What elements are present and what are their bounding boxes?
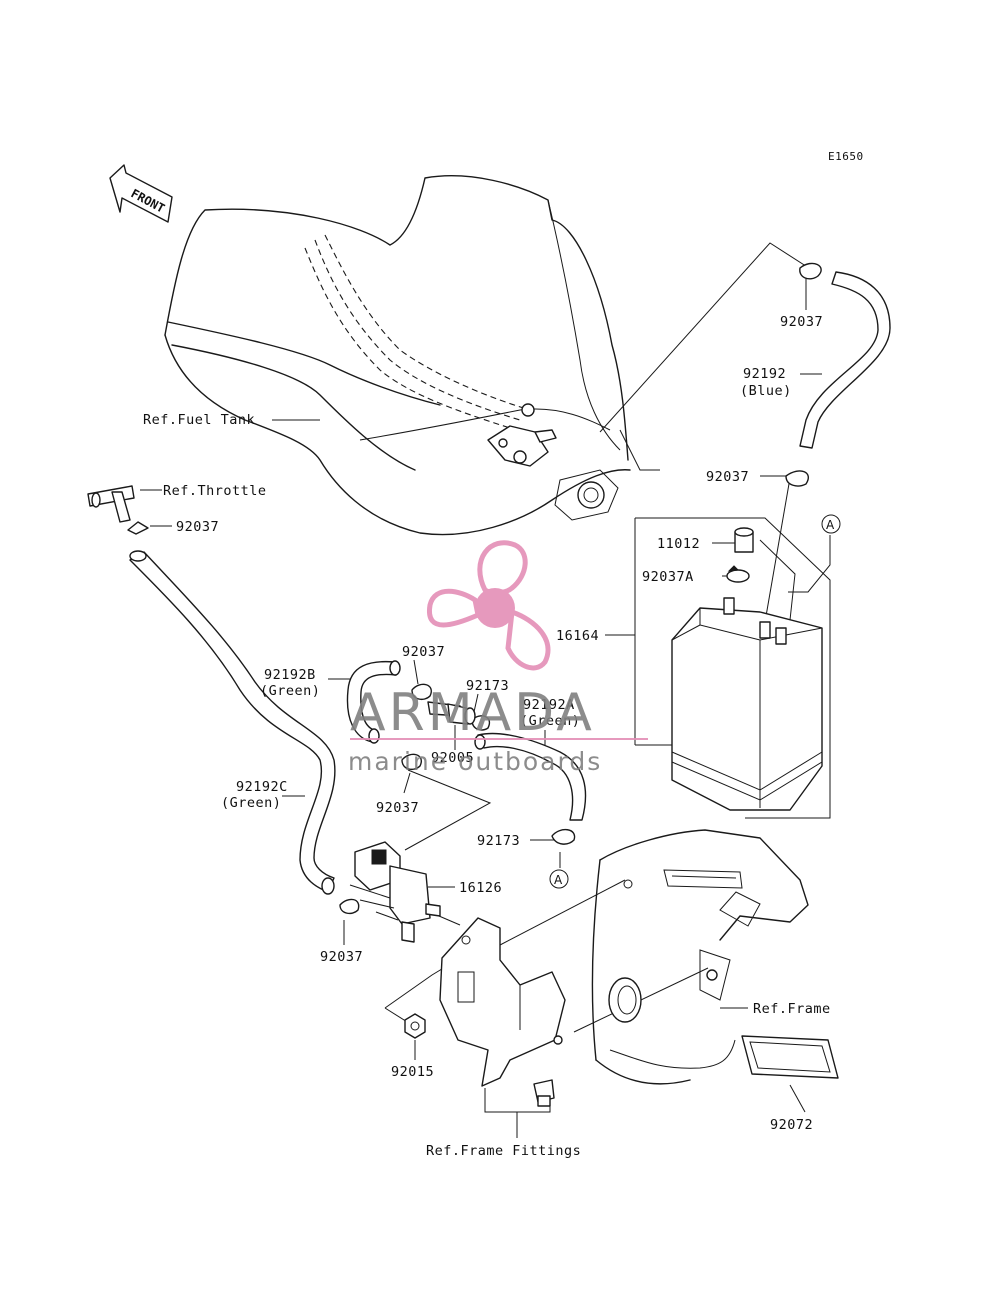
frame-outline bbox=[591, 829, 809, 1085]
label-92192c: 92192C bbox=[236, 779, 288, 795]
label-92037-c-bot: 92037 bbox=[320, 949, 363, 965]
label-92192c-color: (Green) bbox=[221, 795, 281, 811]
marker-a-top-label: A bbox=[826, 518, 835, 532]
nut-92015 bbox=[404, 1013, 426, 1039]
watermark-name: ARMADA bbox=[350, 683, 595, 743]
canister-16164 bbox=[671, 597, 823, 811]
label-16126: 16126 bbox=[459, 880, 502, 896]
label-92037-b-top: 92037 bbox=[402, 644, 445, 660]
label-92037-throttle: 92037 bbox=[176, 519, 219, 535]
label-92072: 92072 bbox=[770, 1117, 813, 1133]
clamp-92037a bbox=[726, 565, 750, 583]
fuel-tank-outline bbox=[164, 175, 660, 536]
label-92037-top: 92037 bbox=[780, 314, 823, 330]
label-92192: 92192 bbox=[743, 366, 786, 382]
valve-16126 bbox=[349, 841, 441, 943]
seal-92072 bbox=[741, 1035, 839, 1079]
label-ref-throttle: Ref.Throttle bbox=[163, 483, 267, 499]
label-92037-mid: 92037 bbox=[706, 469, 749, 485]
label-92192b: 92192B bbox=[264, 667, 316, 683]
label-92173-bot: 92173 bbox=[477, 833, 520, 849]
label-11012: 11012 bbox=[657, 536, 700, 552]
propeller-logo-icon bbox=[427, 540, 551, 671]
connector-92005 bbox=[427, 701, 476, 725]
label-92192a-color: (Green) bbox=[520, 713, 580, 729]
label-92005: 92005 bbox=[431, 750, 474, 766]
watermark: ARMADA marine outboards bbox=[348, 540, 648, 776]
hose-92192c-green bbox=[129, 550, 336, 895]
marker-a-bottom-label: A bbox=[554, 873, 563, 887]
hose-92192-blue bbox=[799, 271, 891, 449]
cap-11012 bbox=[734, 527, 754, 553]
watermark-tagline: marine outboards bbox=[348, 747, 602, 776]
marker-a-top: A bbox=[821, 514, 841, 534]
front-arrow-icon: FRONT bbox=[109, 164, 173, 223]
hose-92192b-green bbox=[346, 660, 401, 744]
label-92037a: 92037A bbox=[642, 569, 694, 585]
label-92015: 92015 bbox=[391, 1064, 434, 1080]
label-92037-b-bot: 92037 bbox=[376, 800, 419, 816]
label-92192b-color: (Green) bbox=[260, 683, 320, 699]
label-16164: 16164 bbox=[556, 628, 599, 644]
label-ref-frame-fittings: Ref.Frame Fittings bbox=[426, 1143, 581, 1159]
label-92192-color: (Blue) bbox=[740, 383, 792, 399]
marker-a-bottom: A bbox=[549, 869, 569, 889]
label-ref-fuel-tank: Ref.Fuel Tank bbox=[143, 412, 255, 428]
part-labels: E1650 Ref.Fuel Tank Ref.Throttle 92037 9… bbox=[143, 150, 864, 1159]
diagram-code: E1650 bbox=[828, 150, 864, 163]
label-92173-top: 92173 bbox=[466, 678, 509, 694]
label-ref-frame: Ref.Frame bbox=[753, 1001, 831, 1017]
clip-icons bbox=[127, 262, 822, 915]
bracket-frame-fittings bbox=[439, 917, 566, 1107]
label-92192a: 92192A bbox=[523, 697, 575, 713]
throttle-fitting bbox=[87, 485, 135, 523]
